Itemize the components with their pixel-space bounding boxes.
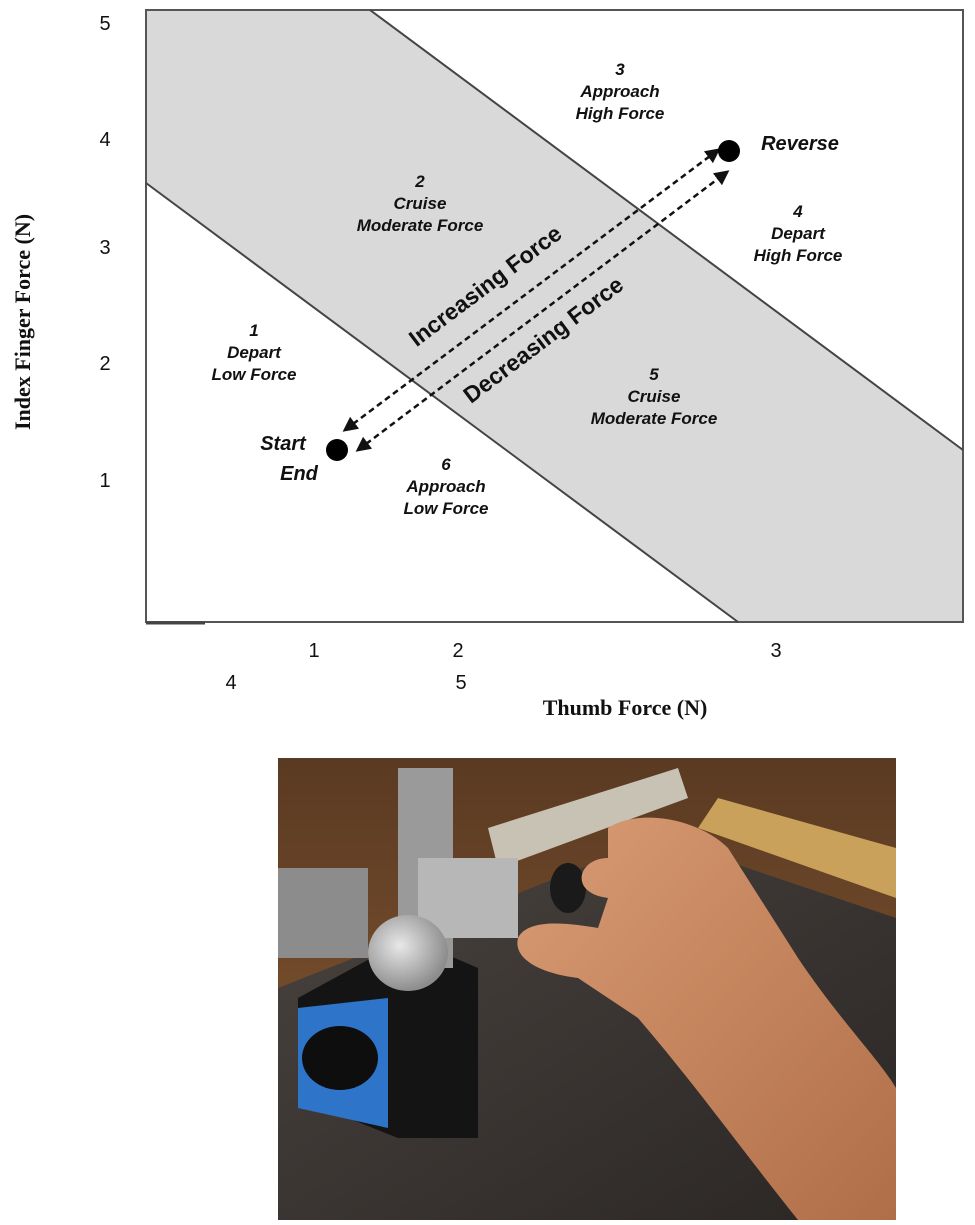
region-line1: Approach [405,477,485,496]
region-line2: High Force [576,104,665,123]
region-number: 3 [615,60,625,79]
apparatus-photo [278,758,896,1220]
wood-strip [698,798,896,898]
region-number: 2 [414,172,425,191]
region-line1: Depart [771,224,826,243]
reverse-label: Reverse [761,133,839,155]
clamp-block [418,858,518,938]
x-tick-label: 2 [452,640,463,662]
x-axis-title: Thumb Force (N) [543,695,708,720]
region-line1: Cruise [628,387,681,406]
region-line1: Cruise [394,194,447,213]
hand [517,817,896,1220]
decreasing-force-arrow [355,170,730,452]
region-line1: Approach [579,82,659,101]
y-axis-title: Index Finger Force (N) [10,214,35,430]
plot-frame [145,9,964,623]
plot-area [145,9,964,625]
rail-arm [488,768,688,868]
region-line2: Moderate Force [591,409,718,428]
background-device [278,868,368,958]
reverse-point [718,140,740,162]
x-tick-label: 3 [770,640,781,662]
axis-ticks: 1 2 3 4 5 1 2 3 4 5 [99,13,781,694]
region-line1: Depart [227,343,282,362]
region-line2: Low Force [403,499,488,518]
start-label: Start [260,433,307,455]
y-tick-label: 4 [99,129,110,151]
switch-dial [302,1026,378,1090]
y-tick-label: 1 [99,470,110,492]
sensor-wheel [550,863,586,913]
end-label: End [280,463,319,485]
y-tick-label: 2 [99,353,110,375]
region-line2: Low Force [211,365,296,384]
apparatus-photo-illustration [278,758,896,1220]
region-number: 1 [249,321,258,340]
region-line2: Moderate Force [357,216,484,235]
region-number: 5 [649,365,659,384]
knob [368,915,448,991]
x-tick-label: 4 [225,672,236,694]
x-tick-label: 1 [308,640,319,662]
start-end-point [326,439,348,461]
region-line2: High Force [754,246,843,265]
region-number: 4 [792,202,803,221]
y-tick-label: 3 [99,237,110,259]
region-number: 6 [441,455,451,474]
y-tick-label: 5 [99,13,110,35]
x-tick-label: 5 [455,672,466,694]
